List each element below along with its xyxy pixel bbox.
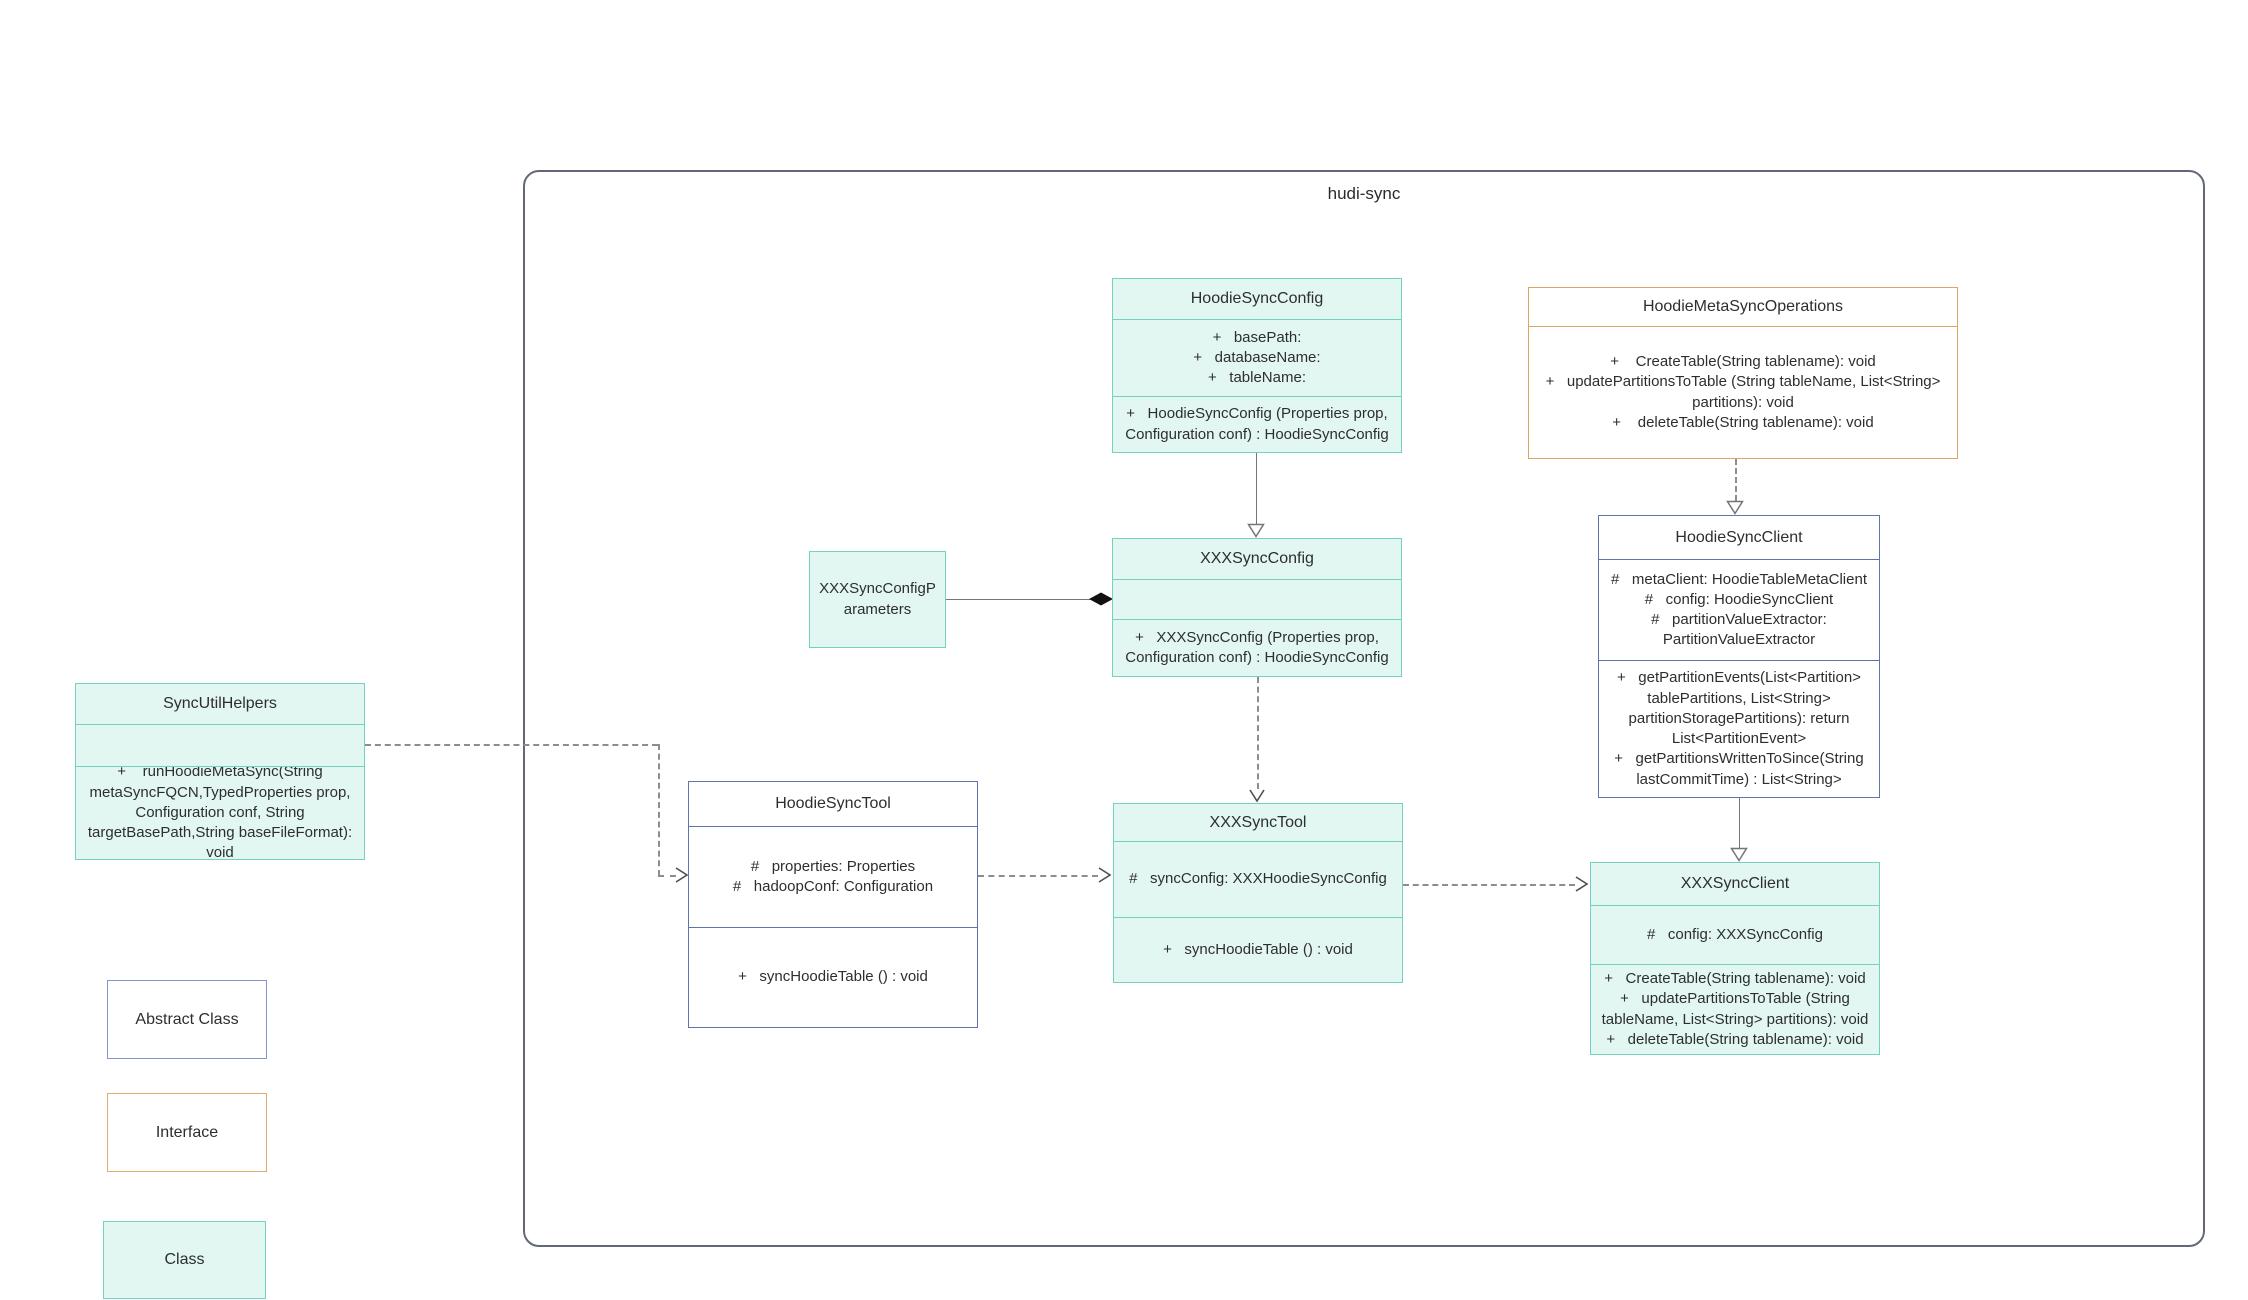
method-line: + XXXSyncConfig (Properties prop, Config…	[1125, 628, 1389, 666]
edge-syncutilhelpers-hoodiesynctool-h2	[658, 875, 676, 877]
abstract-class-hoodie-sync-tool: HoodieSyncTool # properties: Properties …	[688, 781, 978, 1028]
field-line: + databaseName:	[1193, 348, 1321, 366]
field-line: # partitionValueExtractor: PartitionValu…	[1651, 611, 1831, 649]
realization-arrowhead-icon	[1726, 500, 1744, 515]
methods-section: + CreateTable(String tablename): void + …	[1529, 326, 1957, 458]
methods-section: + syncHoodieTable () : void	[689, 927, 977, 1027]
method-line: + deleteTable(String tablename): void	[1606, 1030, 1864, 1048]
legend-abstract-class: Abstract Class	[107, 980, 267, 1059]
edge-xxxsynctool-xxxsyncclient	[1403, 884, 1575, 886]
edge-hoodiesynctool-xxxsynctool	[978, 875, 1098, 877]
class-title: XXXSyncConfigParameters	[819, 580, 936, 618]
method-line: + HoodieSyncConfig (Properties prop, Con…	[1125, 405, 1392, 443]
fields-section	[1113, 579, 1401, 619]
class-title: XXXSyncClient	[1680, 875, 1790, 893]
class-xxx-sync-tool: XXXSyncTool # syncConfig: XXXHoodieSyncC…	[1113, 803, 1403, 983]
method-line: + getPartitionsWrittenToSince(String las…	[1614, 750, 1868, 788]
fields-section: + basePath: + databaseName: + tableName:	[1113, 319, 1401, 396]
class-xxx-sync-config: XXXSyncConfig + XXXSyncConfig (Propertie…	[1112, 538, 1402, 677]
method-line: + deleteTable(String tablename): void	[1612, 413, 1874, 431]
method-line: + syncHoodieTable () : void	[738, 968, 928, 986]
composition-diamond-icon	[1089, 592, 1113, 606]
fields-section: # metaClient: HoodieTableMetaClient # co…	[1599, 559, 1879, 660]
edge-hoodiesyncclient-xxxsyncclient	[1739, 798, 1740, 848]
edge-configparams-xxxsyncconfig	[946, 599, 1094, 600]
method-line: + getPartitionEvents(List<Partition> tab…	[1617, 669, 1866, 747]
method-line: + syncHoodieTable () : void	[1163, 940, 1353, 958]
edge-hoodiesyncconfig-xxxsyncconfig	[1256, 453, 1257, 524]
method-line: + CreateTable(String tablename): void	[1610, 353, 1876, 370]
fields-section: # config: XXXSyncConfig	[1591, 905, 1879, 964]
inheritance-arrowhead-icon	[1247, 523, 1265, 538]
class-sync-util-helpers: SyncUtilHelpers + runHoodieMetaSync(Stri…	[75, 683, 365, 860]
methods-section: + syncHoodieTable () : void	[1114, 917, 1402, 982]
interface-hoodie-meta-sync-operations: HoodieMetaSyncOperations + CreateTable(S…	[1528, 287, 1958, 459]
methods-section: + CreateTable(String tablename): void + …	[1591, 964, 1879, 1054]
edge-syncutilhelpers-hoodiesynctool-h1	[365, 744, 658, 746]
field-line: # config: HoodieSyncClient	[1644, 590, 1834, 608]
class-title: HoodieSyncClient	[1675, 528, 1803, 546]
package-title: hudi-sync	[1327, 184, 1401, 203]
dependency-arrowhead-right-icon	[1575, 876, 1589, 892]
field-line: # syncConfig: XXXHoodieSyncConfig	[1129, 870, 1387, 888]
class-xxx-sync-config-parameters: XXXSyncConfigParameters	[809, 551, 946, 648]
edge-syncutilhelpers-hoodiesynctool-v	[658, 744, 660, 876]
legend-label: Class	[164, 1251, 205, 1268]
dependency-arrowhead-right-icon	[675, 867, 689, 883]
field-line: # hadoopConf: Configuration	[732, 878, 934, 895]
field-line: # properties: Properties	[750, 857, 916, 875]
class-title: HoodieSyncConfig	[1190, 290, 1324, 308]
field-line: # config: XXXSyncConfig	[1647, 925, 1823, 943]
method-line: + runHoodieMetaSync(String metaSyncFQCN,…	[87, 766, 357, 859]
legend-class: Class	[103, 1221, 266, 1299]
field-line: + tableName:	[1208, 369, 1306, 387]
abstract-class-hoodie-sync-client: HoodieSyncClient # metaClient: HoodieTab…	[1598, 515, 1880, 798]
methods-section: + XXXSyncConfig (Properties prop, Config…	[1113, 619, 1401, 676]
legend-label: Interface	[155, 1123, 219, 1141]
class-title: HoodieSyncTool	[775, 795, 891, 813]
interface-title: HoodieMetaSyncOperations	[1642, 298, 1844, 316]
dependency-arrowhead-right-icon	[1098, 867, 1112, 883]
fields-section: # syncConfig: XXXHoodieSyncConfig	[1114, 841, 1402, 917]
class-hoodie-sync-config: HoodieSyncConfig + basePath: + databaseN…	[1112, 278, 1402, 453]
legend-label: Abstract Class	[135, 1010, 239, 1028]
class-title: SyncUtilHelpers	[163, 695, 277, 713]
methods-section: + HoodieSyncConfig (Properties prop, Con…	[1113, 396, 1401, 452]
legend-interface: Interface	[107, 1093, 267, 1172]
class-xxx-sync-client: XXXSyncClient # config: XXXSyncConfig + …	[1590, 862, 1880, 1055]
edge-metasyncops-hoodiesyncclient	[1735, 459, 1737, 501]
methods-section: + runHoodieMetaSync(String metaSyncFQCN,…	[76, 766, 364, 859]
field-line: + basePath:	[1212, 328, 1302, 346]
field-line: # metaClient: HoodieTableMetaClient	[1611, 570, 1867, 588]
method-line: + CreateTable(String tablename): void	[1604, 970, 1866, 987]
fields-section	[76, 724, 364, 766]
package-hudi-sync: hudi-sync	[523, 170, 2205, 1247]
inheritance-arrowhead-icon	[1730, 847, 1748, 862]
edge-xxxsyncconfig-xxxsynctool	[1257, 677, 1259, 789]
method-line: + updatePartitionsToTable (String tableN…	[1601, 990, 1869, 1028]
class-title: XXXSyncTool	[1209, 813, 1307, 831]
class-title: XXXSyncConfig	[1200, 550, 1314, 568]
methods-section: + getPartitionEvents(List<Partition> tab…	[1599, 660, 1879, 797]
dependency-arrowhead-down-icon	[1249, 789, 1265, 803]
fields-section: # properties: Properties # hadoopConf: C…	[689, 826, 977, 927]
method-line: + updatePartitionsToTable (String tableN…	[1545, 373, 1945, 411]
